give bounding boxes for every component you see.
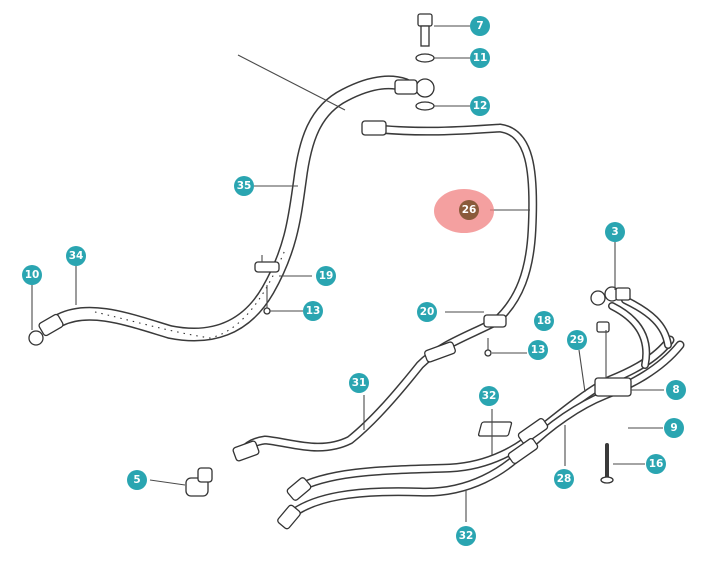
- hose-32-end-fitting-upper: [286, 477, 312, 501]
- svg-text:16: 16: [649, 458, 664, 470]
- svg-text:18: 18: [537, 315, 552, 327]
- callout-28[interactable]: 28: [554, 469, 574, 489]
- svg-text:34: 34: [69, 250, 84, 262]
- svg-text:7: 7: [476, 20, 483, 32]
- parts-group: [28, 13, 632, 530]
- screw-13-right: [484, 338, 492, 357]
- hose-35: [53, 75, 412, 342]
- svg-text:5: 5: [133, 474, 140, 486]
- callout-12[interactable]: 12: [470, 96, 490, 116]
- banjo-fitting: [394, 78, 435, 98]
- callout-7[interactable]: 7: [470, 16, 490, 36]
- callout-32-bottom[interactable]: 32: [456, 526, 476, 546]
- svg-text:35: 35: [237, 180, 252, 192]
- washer-12: [415, 101, 435, 111]
- callout-3[interactable]: 3: [605, 222, 625, 242]
- svg-text:19: 19: [319, 270, 334, 282]
- hose-32-mid-fitting-lower: [507, 438, 539, 464]
- hose-31-end-fitting: [232, 440, 260, 462]
- hose-32-upper: [290, 335, 675, 495]
- svg-text:12: 12: [473, 100, 488, 112]
- bolt-16: [600, 443, 614, 484]
- banjo-bolt-7: [417, 13, 433, 47]
- plate-9: [477, 421, 513, 437]
- svg-text:8: 8: [672, 384, 679, 396]
- fitting-3: [590, 286, 631, 306]
- callout-5[interactable]: 5: [127, 470, 147, 490]
- svg-text:32: 32: [459, 530, 474, 542]
- hose-26-fitting: [361, 120, 387, 136]
- callout-8[interactable]: 8: [666, 380, 686, 400]
- callout-20[interactable]: 20: [417, 302, 437, 322]
- washer-11: [415, 53, 435, 63]
- svg-text:29: 29: [570, 334, 585, 346]
- block-8: [594, 330, 632, 397]
- nut-18: [596, 321, 610, 333]
- svg-text:32: 32: [482, 390, 497, 402]
- svg-text:26: 26: [462, 204, 477, 216]
- fitting-10: [28, 313, 64, 346]
- hose-32-end-fitting-lower: [277, 504, 301, 530]
- svg-text:9: 9: [670, 422, 677, 434]
- callout-34[interactable]: 34: [66, 246, 86, 266]
- callout-18[interactable]: 18: [534, 311, 554, 331]
- clamp-19: [254, 255, 280, 273]
- clamp-20: [483, 314, 507, 328]
- callout-19[interactable]: 19: [316, 266, 336, 286]
- svg-text:11: 11: [473, 52, 488, 64]
- callout-35[interactable]: 35: [234, 176, 254, 196]
- callout-26[interactable]: 26: [459, 200, 479, 220]
- svg-text:3: 3: [611, 226, 618, 238]
- elbow-5: [185, 467, 213, 497]
- callout-10[interactable]: 10: [22, 265, 42, 285]
- svg-text:13: 13: [531, 344, 546, 356]
- hose-group: [53, 75, 685, 525]
- callout-31[interactable]: 31: [349, 373, 369, 393]
- hose-32-mid-fitting-upper: [517, 418, 549, 444]
- svg-text:10: 10: [25, 269, 40, 281]
- hose-31-mid-fitting: [424, 341, 456, 363]
- hose-35-coils: [94, 249, 286, 339]
- svg-text:31: 31: [352, 377, 367, 389]
- callout-29[interactable]: 29: [567, 330, 587, 350]
- svg-text:28: 28: [557, 473, 572, 485]
- callout-11[interactable]: 11: [470, 48, 490, 68]
- svg-text:20: 20: [420, 306, 435, 318]
- svg-text:13: 13: [306, 305, 321, 317]
- callout-16[interactable]: 16: [646, 454, 666, 474]
- callout-9[interactable]: 9: [664, 418, 684, 438]
- callout-13-left[interactable]: 13: [303, 301, 323, 321]
- callout-13-right[interactable]: 13: [528, 340, 548, 360]
- callout-32-top[interactable]: 32: [479, 386, 499, 406]
- leader-lines: [31, 25, 664, 522]
- callouts: 7 11 12 35 26 3 10 34: [22, 16, 686, 546]
